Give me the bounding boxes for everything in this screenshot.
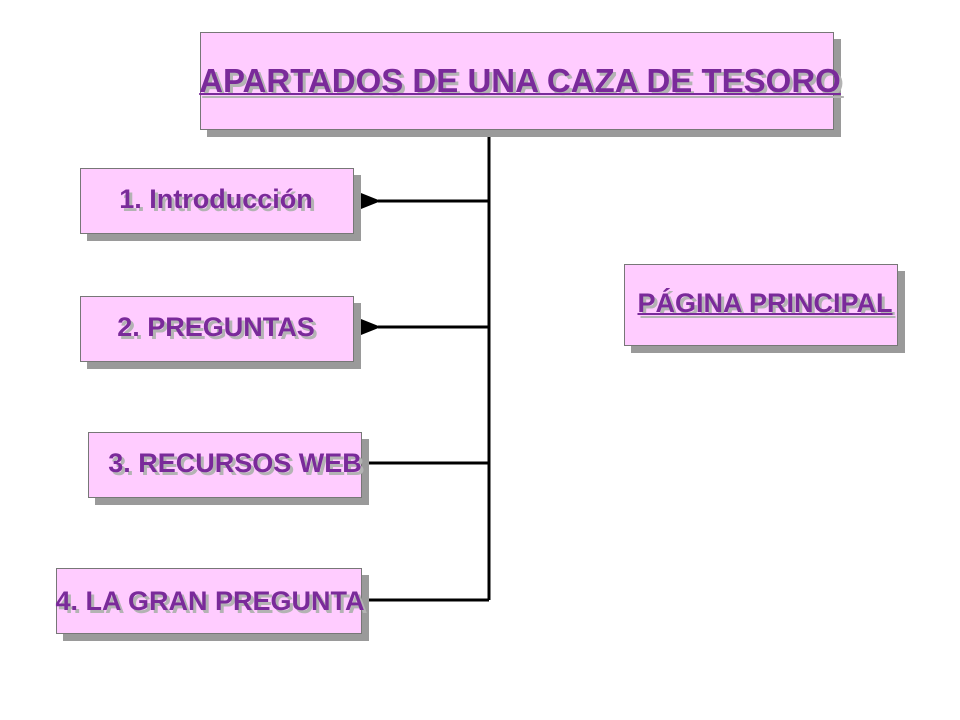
recursos-web-label: 3. RECURSOS WEB	[108, 448, 362, 478]
diagram-title: APARTADOS DE UNA CAZA DE TESORO	[199, 62, 841, 99]
pagina-principal-box	[624, 264, 898, 346]
recursos-web-box	[88, 432, 362, 498]
introduccion-box	[80, 168, 354, 234]
gran-pregunta-box	[56, 568, 362, 634]
preguntas-label: 2. PREGUNTAS	[117, 312, 315, 342]
title-box	[200, 32, 834, 130]
gran-pregunta-label: 4. LA GRAN PREGUNTA	[55, 586, 365, 616]
introduccion-label: 1. Introducción	[119, 184, 313, 214]
pagina-principal-label: PÁGINA PRINCIPAL	[637, 288, 893, 318]
preguntas-box	[80, 296, 354, 362]
